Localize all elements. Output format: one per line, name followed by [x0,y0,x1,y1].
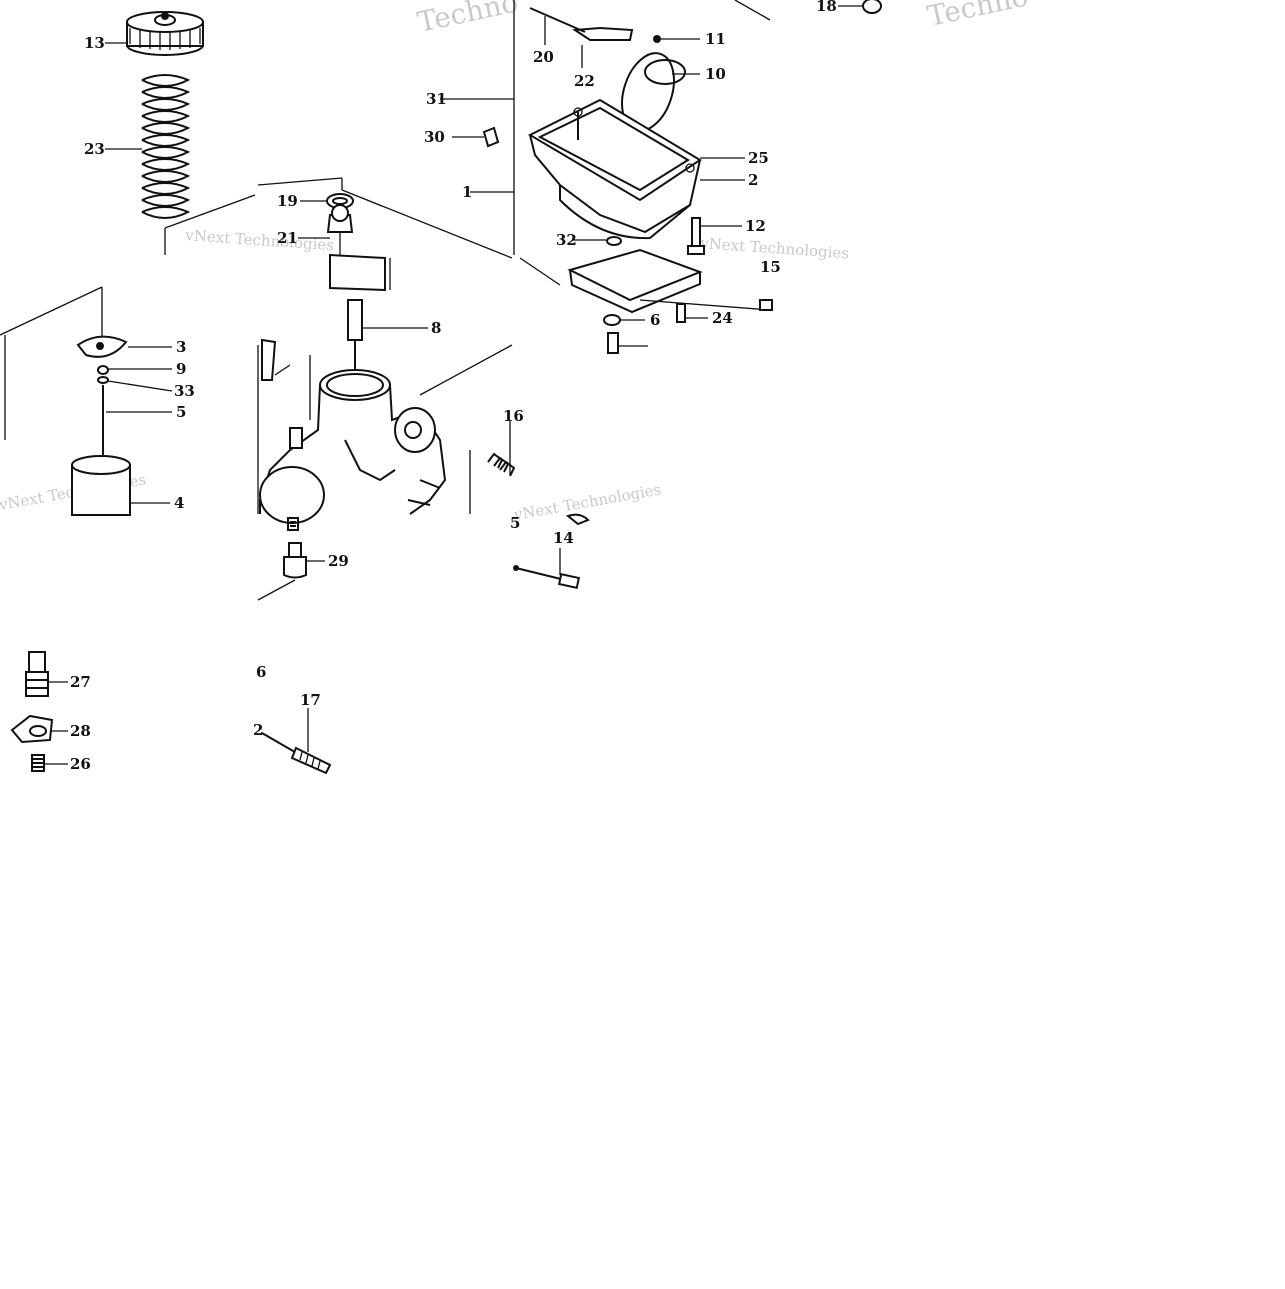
callout-6-partial: 6 [256,663,266,681]
callout-24: 24 [712,309,733,327]
callout-29: 29 [328,552,349,570]
watermark-text: vNext Technologies [512,480,663,524]
throttle-valve [71,455,131,516]
callout-10: 10 [705,65,726,83]
watermark-layer: Techno Techno vNext Technologies vNext T… [0,0,1031,524]
callout-14: 14 [553,529,574,547]
watermark-text: Techno [415,0,521,39]
callout-9: 9 [176,360,186,378]
callout-28: 28 [70,722,91,740]
needle-clip-plate [76,335,128,358]
callout-32: 32 [556,231,577,249]
tile-top-center: 20 22 11 10 31 30 1 25 2 12 32 15 6 24 [424,0,781,354]
mixing-chamber-cap [126,11,204,56]
tile-top-right: 18 [734,0,882,21]
callout-20: 20 [533,48,554,66]
screw-17 [261,732,332,775]
callout-31: 31 [426,90,447,108]
callout-18: 18 [816,0,837,15]
tile-middle: 3 9 33 5 4 19 21 8 [0,177,590,601]
tile-bottom: 27 28 26 6 17 2 [10,651,332,775]
callout-23: 23 [84,140,105,158]
pilot-jet-29 [283,517,307,579]
callout-11: 11 [705,30,726,48]
watermark-text: Techno [925,0,1031,33]
callout-3: 3 [176,338,186,356]
callout-12: 12 [745,217,766,235]
callout-21: 21 [277,229,298,247]
callout-5b: 5 [510,514,520,532]
throttle-valve-spring [141,74,191,219]
main-jet-27 [25,651,49,697]
callout-19: 19 [277,192,298,210]
screw-14 [513,565,581,589]
callout-2: 2 [748,171,758,189]
callout-13: 13 [84,34,105,52]
callout-16: 16 [503,407,524,425]
callout-15: 15 [760,258,781,276]
carburetor-body [259,369,447,524]
part-26 [31,754,45,772]
callout-26: 26 [70,755,91,773]
float-chamber-bowl [527,98,702,240]
callout-2-partial: 2 [253,721,263,739]
callout-1: 1 [462,183,472,201]
callout-30: 30 [424,128,445,146]
watermark-text: vNext Technologies [184,226,335,254]
float [621,52,686,132]
callout-27: 27 [70,673,91,691]
callout-5: 5 [176,403,186,421]
callout-22: 22 [574,72,595,90]
callout-25: 25 [748,149,769,167]
callout-33: 33 [174,382,195,400]
tile-top-left: 13 23 [84,11,256,255]
adjuster-21 [326,204,354,255]
washer-28 [10,714,54,744]
callout-8: 8 [431,319,441,337]
callout-4: 4 [174,494,184,512]
callout-17: 17 [300,691,321,709]
callout-7: 6 [650,311,660,329]
idle-screw-16 [487,452,516,477]
